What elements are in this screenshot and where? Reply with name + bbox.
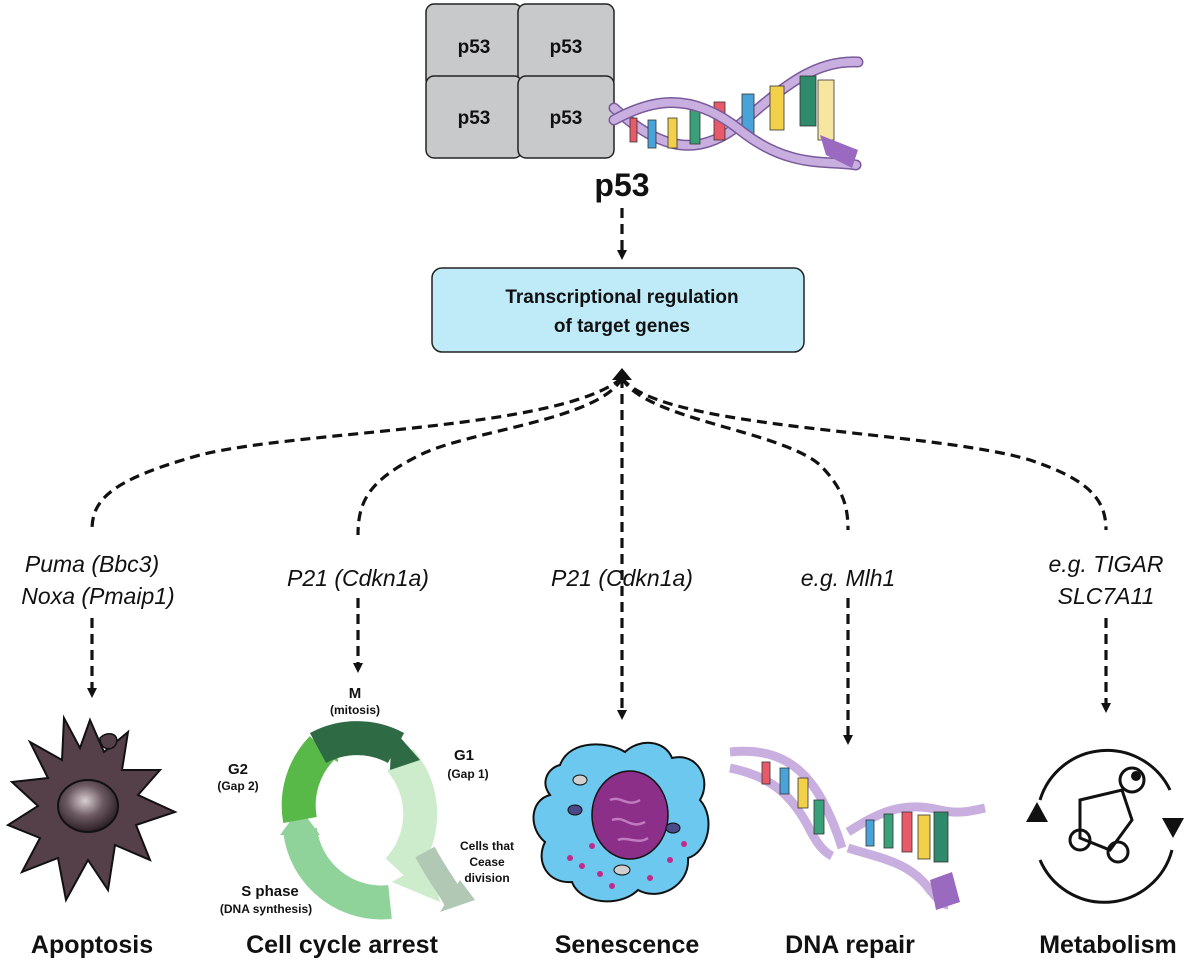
outcome-cell-cycle-arrest: Cell cycle arrest [246, 931, 438, 959]
gene-apoptosis-2: Noxa (Pmaip1) [21, 583, 174, 609]
gene-senescence: P21 (Cdkn1a) [551, 565, 693, 591]
senescent-cell-illustration [532, 741, 710, 903]
outcome-metabolism: Metabolism [1039, 931, 1177, 959]
p53-tetramer: p53 p53 p53 p53 [425, 3, 615, 159]
transcription-line-2: of target genes [554, 316, 690, 337]
phase-g2: G2 [228, 761, 248, 778]
metabolism-illustration [1026, 748, 1184, 904]
gene-labels: Puma (Bbc3) Noxa (Pmaip1) P21 (Cdkn1a) P… [21, 551, 1163, 609]
phase-s-sub: (DNA synthesis) [220, 902, 312, 916]
outcome-labels: Apoptosis Cell cycle arrest Senescence D… [31, 931, 1177, 959]
connector-apoptosis [90, 376, 624, 531]
subunit-label-1: p53 [458, 37, 491, 58]
connector-cell-cycle [356, 377, 624, 536]
transcription-box: Transcriptional regulation of target gen… [431, 267, 805, 353]
connector-dna-repair [620, 377, 850, 531]
cease-line-1: Cells that [460, 839, 514, 853]
dna-repair-illustration [729, 746, 986, 910]
branch-connectors [87, 368, 1111, 745]
gene-cell-cycle: P21 (Cdkn1a) [287, 565, 429, 591]
cell-cycle-illustration: M (mitosis) G1 (Gap 1) G2 (Gap 2) S phas… [217, 685, 514, 920]
p53-title: p53 [594, 167, 649, 203]
dna-helix-top [608, 56, 864, 171]
phase-m-sub: (mitosis) [330, 703, 380, 717]
phase-g1: G1 [454, 747, 474, 764]
outcome-apoptosis: Apoptosis [31, 931, 153, 959]
phase-g1-sub: (Gap 1) [447, 767, 488, 781]
transcription-line-1: Transcriptional regulation [505, 287, 738, 308]
gene-metabolism-1: e.g. TIGAR [1048, 551, 1163, 577]
subunit-label-2: p53 [550, 37, 583, 58]
gene-dna-repair: e.g. Mlh1 [801, 565, 896, 591]
phase-g2-sub: (Gap 2) [217, 779, 258, 793]
outcome-dna-repair: DNA repair [785, 931, 915, 959]
cease-line-3: division [464, 871, 509, 885]
outcome-senescence: Senescence [555, 931, 700, 959]
cease-line-2: Cease [469, 855, 505, 869]
gene-apoptosis-1: Puma (Bbc3) [25, 551, 159, 577]
subunit-label-3: p53 [458, 108, 491, 129]
gene-metabolism-2: SLC7A11 [1058, 583, 1155, 609]
phase-s: S phase [241, 883, 299, 900]
connector-metabolism [620, 377, 1108, 531]
subunit-label-4: p53 [550, 108, 583, 129]
phase-m: M [349, 685, 362, 702]
apoptotic-cell-illustration [5, 714, 178, 903]
